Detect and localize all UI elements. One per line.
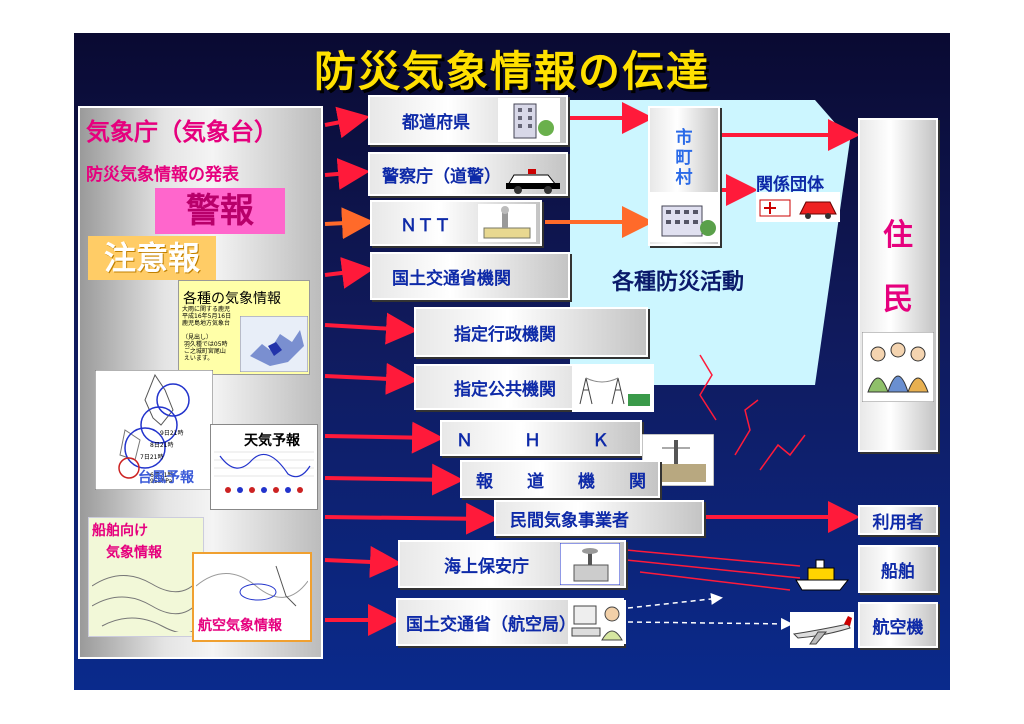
press-label: 報 道 機 関 [476, 471, 646, 492]
forecast-graph-image [214, 451, 314, 493]
police-label: 警察庁（道警） [382, 166, 501, 187]
related-orgs-label: 関係団体 [756, 170, 824, 195]
page-title: 防災気象情報の伝達 [313, 47, 710, 96]
typhoon-forecast-label: 台風予報 [138, 470, 194, 486]
box-police: 警察庁（道警） [368, 152, 568, 196]
airplane-icon [790, 612, 854, 648]
weather-forecast-panel [210, 424, 318, 510]
people-icon [862, 332, 934, 402]
typhoon-pressure: 955hPa [150, 478, 173, 485]
box-nhk: Ｎ Ｈ Ｋ [440, 420, 642, 456]
city-hall-icon [650, 192, 718, 242]
box-designated-admin: 指定行政機関 [414, 307, 648, 357]
radar-map-image [240, 316, 308, 372]
telecom-tower-icon [478, 204, 536, 242]
power-line-icon [572, 364, 654, 412]
municipality-label: 市 町 村 [675, 128, 693, 188]
police-car-icon [506, 169, 560, 194]
residents-label: 住 民 [883, 218, 913, 317]
private-weather-label: 民間気象事業者 [510, 510, 629, 531]
mlit-agencies-label: 国土交通省機関 [392, 268, 511, 289]
ntt-label: ＮＴＴ [400, 215, 451, 236]
users-label: 利用者 [872, 512, 924, 533]
weather-forecast-label: 天気予報 [244, 433, 300, 449]
warning-badge: 警報 [155, 188, 285, 234]
aviation-info-label: 航空気象情報 [198, 615, 282, 635]
designated-public-label: 指定公共機関 [454, 379, 556, 400]
box-mlit-agencies: 国土交通省機関 [370, 252, 570, 300]
radar-station-icon [560, 543, 620, 585]
prefecture-label: 都道府県 [402, 112, 470, 133]
various-info-label: 各種の気象情報 [183, 291, 281, 307]
operator-icon [568, 600, 626, 644]
nhk-label: Ｎ Ｈ Ｋ [456, 430, 609, 451]
building-icon [498, 98, 560, 142]
designated-admin-label: 指定行政機関 [454, 324, 556, 345]
disaster-activities-label: 各種防災活動 [612, 270, 745, 295]
various-info-note: 大雨に関する鹿児 平成16年5月16日 鹿児島地方気象台 （見出し） 羽久種では… [182, 306, 232, 362]
box-aircraft: 航空機 [858, 602, 938, 648]
typhoon-map-image [95, 370, 213, 490]
typhoon-time-6: 6日21時 [150, 472, 174, 479]
ships-label: 船舶 [881, 561, 915, 582]
emergency-vehicles-icon [756, 192, 840, 222]
box-users: 利用者 [858, 505, 938, 535]
typhoon-time-8: 8日21時 [150, 442, 174, 449]
source-agency-label: 気象庁（気象台） [86, 118, 278, 146]
aviation-chart-image [196, 565, 308, 607]
civil-aviation-label: 国土交通省（航空局） [406, 614, 576, 635]
aircraft-label: 航空機 [872, 617, 924, 638]
marine-chart-panel [88, 517, 204, 637]
box-press: 報 道 機 関 [460, 460, 660, 498]
box-ships: 船舶 [858, 545, 938, 593]
ship-icon [795, 559, 850, 591]
coast-guard-label: 海上保安庁 [444, 556, 529, 577]
typhoon-time-9: 9日21時 [160, 430, 184, 437]
typhoon-time-7: 7日21時 [140, 454, 164, 461]
announce-label: 防災気象情報の発表 [86, 165, 239, 185]
box-private-weather: 民間気象事業者 [494, 500, 704, 536]
advisory-badge: 注意報 [88, 236, 216, 280]
marine-info-label: 船舶向け 気象情報 [92, 523, 162, 561]
